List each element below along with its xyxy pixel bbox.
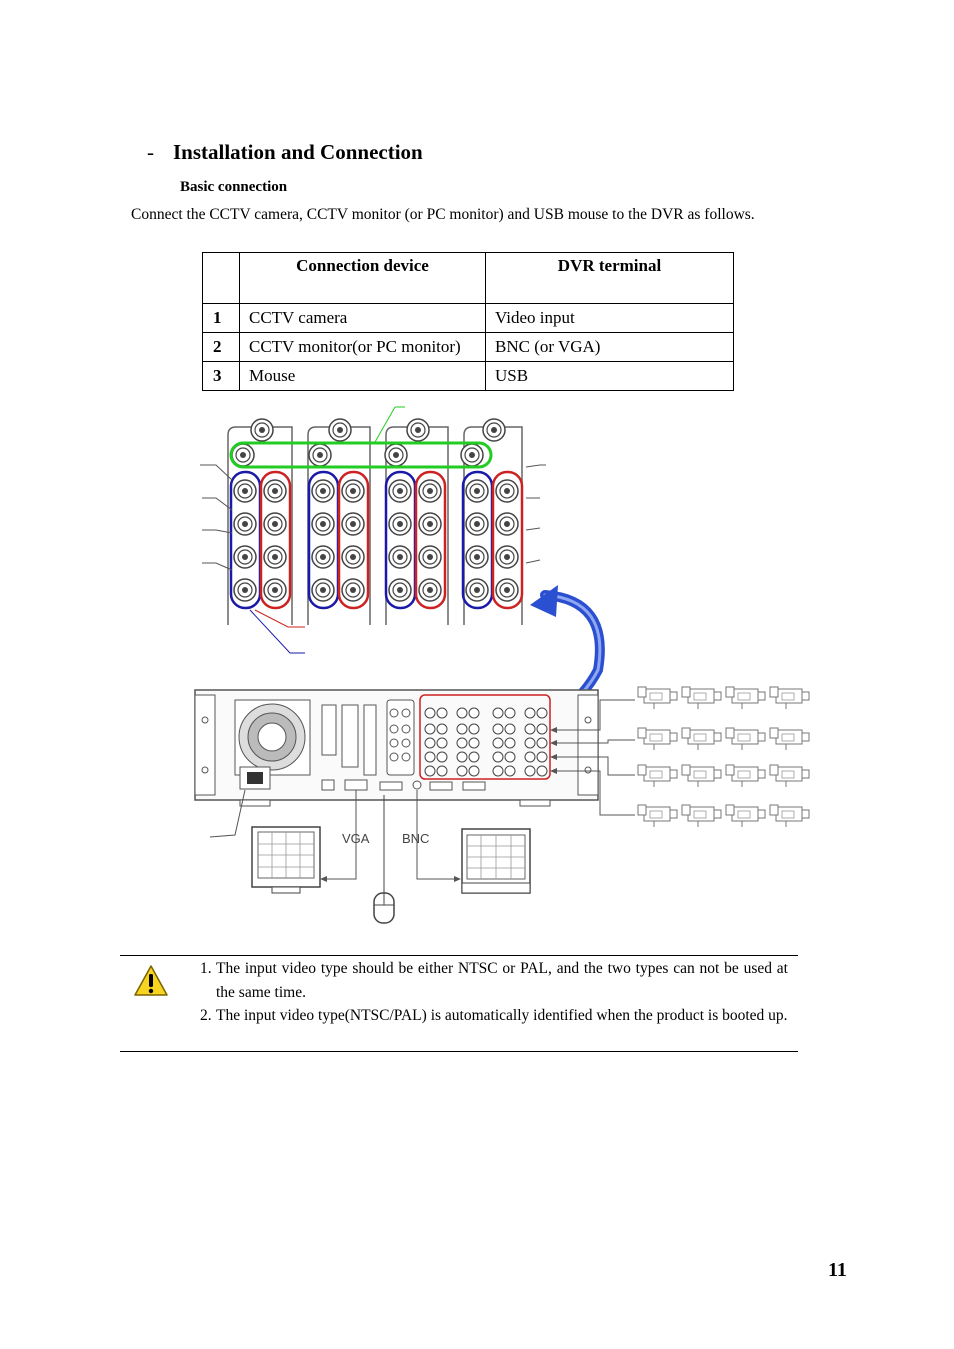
table-cell-num: 2 xyxy=(202,332,240,362)
connection-table: Connection device DVR terminal 1 CCTV ca… xyxy=(202,252,734,391)
note-number: 1. xyxy=(200,960,212,977)
note-number: 2. xyxy=(200,1007,212,1024)
connector-panel-enlarged xyxy=(200,406,546,654)
connection-diagram: VGA BNC xyxy=(194,406,810,924)
section-dash: - xyxy=(147,140,154,164)
table-cell-device: Mouse xyxy=(239,361,486,391)
note-text: The input video type(NTSC/PAL) is automa… xyxy=(216,1007,788,1024)
table-cell-device: CCTV camera xyxy=(239,303,486,333)
vga-label: VGA xyxy=(342,831,370,846)
monitor-icon xyxy=(461,828,531,894)
list-item: 1.The input video type should be either … xyxy=(200,957,788,1004)
warning-icon xyxy=(134,965,168,996)
table-row: 3 Mouse USB xyxy=(202,361,734,391)
note-list: 1.The input video type should be either … xyxy=(200,956,788,1028)
table-cell-num: 1 xyxy=(202,303,240,333)
note-text: The input video type should be either NT… xyxy=(216,960,788,1001)
camera-cables xyxy=(556,699,635,816)
bnc-label: BNC xyxy=(402,831,429,846)
table-header-num xyxy=(202,252,240,304)
dvr-rear-panel xyxy=(194,689,599,838)
subheading: Basic connection xyxy=(180,179,288,195)
list-item: 2.The input video type(NTSC/PAL) is auto… xyxy=(200,1004,788,1028)
section-title-text: Installation and Connection xyxy=(173,140,423,164)
table-row: 2 CCTV monitor(or PC monitor) BNC (or VG… xyxy=(202,332,734,362)
monitor-icon xyxy=(251,826,321,894)
table-cell-num: 3 xyxy=(202,361,240,391)
table-cell-device: CCTV monitor(or PC monitor) xyxy=(239,332,486,362)
table-cell-terminal: Video input xyxy=(485,303,734,333)
table-header-terminal: DVR terminal xyxy=(485,252,734,304)
note-box: 1.The input video type should be either … xyxy=(120,955,798,1052)
camera-icon xyxy=(637,686,810,828)
table-header-row: Connection device DVR terminal xyxy=(202,252,734,304)
page-number: 11 xyxy=(828,1259,847,1281)
intro-text: Connect the CCTV camera, CCTV monitor (o… xyxy=(131,206,755,223)
table-cell-terminal: BNC (or VGA) xyxy=(485,332,734,362)
table-row: 1 CCTV camera Video input xyxy=(202,303,734,333)
bnc-connector-icon xyxy=(231,418,519,602)
section-title: -Installation and Connection xyxy=(147,140,423,165)
table-header-device: Connection device xyxy=(239,252,486,304)
mouse-icon xyxy=(373,795,395,924)
table-cell-terminal: USB xyxy=(485,361,734,391)
